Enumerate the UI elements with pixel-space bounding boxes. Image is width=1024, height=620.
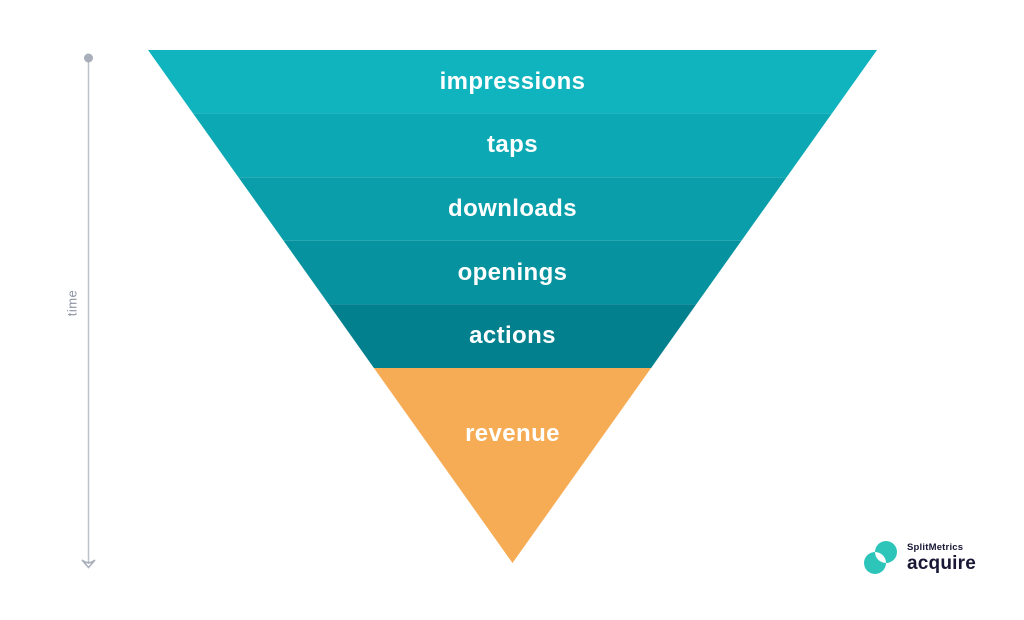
arrow-down-icon — [81, 559, 96, 569]
funnel-stage-label-revenue: revenue — [465, 420, 560, 447]
splitmetrics-logo-icon — [864, 541, 897, 574]
funnel-stage-label-openings: openings — [457, 258, 568, 286]
time-axis-start-dot — [84, 53, 93, 63]
funnel-band-downloads — [238, 177, 787, 241]
funnel-stage-label-impressions: impressions — [439, 67, 586, 95]
splitmetrics-logo: SplitMetrics acquire — [862, 539, 976, 577]
funnel-stage-label-actions: actions — [469, 322, 556, 350]
funnel-band-revenue — [373, 368, 652, 563]
time-axis-label: time — [64, 289, 80, 317]
funnel-band-taps — [193, 113, 832, 178]
funnel-band-impressions — [148, 50, 877, 114]
funnel-stage-label-downloads: downloads — [448, 195, 577, 222]
funnel-band-actions — [328, 304, 697, 368]
logo-company-name: SplitMetrics — [907, 541, 964, 553]
funnel-stage-label-taps: taps — [487, 131, 538, 159]
funnel-band-openings — [283, 240, 742, 305]
logo-product-name: acquire — [907, 553, 976, 575]
logo-text: SplitMetrics acquire — [907, 543, 976, 574]
